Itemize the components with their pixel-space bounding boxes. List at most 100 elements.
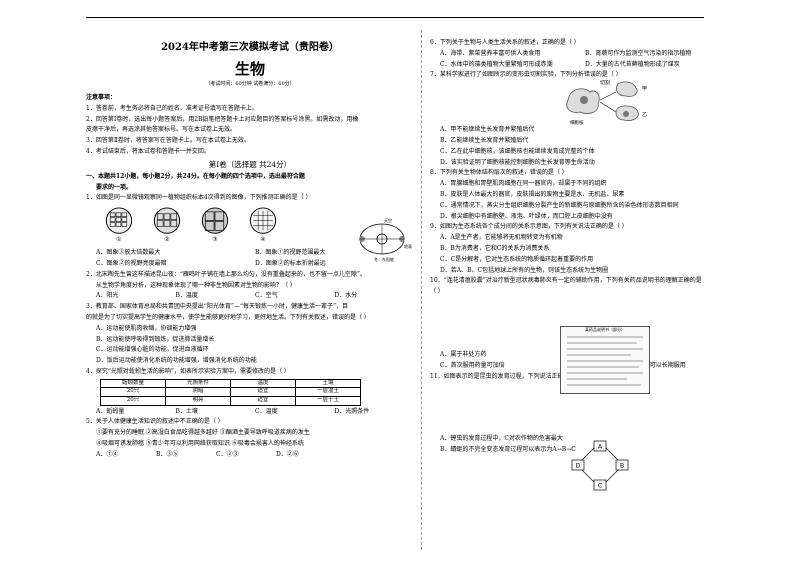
q10-stem: （ ） (430, 288, 444, 296)
table-row: 20只 阴暗 适宜 一层湿土 (100, 387, 361, 397)
option: C．首次服用药量可加倍 (440, 361, 505, 369)
q4-stem: 4．探究“光照对蚯蚓生活的影响”，如表所示实验方案中，需要修改的是（ ） (86, 367, 290, 375)
q5-statements: ④吸烟可诱发肺癌 ⑤青少年可以利用网络获取知识 ⑥吸毒会损害人的神经系统 (96, 439, 304, 447)
option: A．胃腺细胞和胃壁肌肉细胞在同一器官内，却属于不同的组织 (440, 180, 607, 188)
option: C．水体中的藻类植物大量繁殖可形成赤潮 (440, 60, 553, 68)
left-column: 2024年中考第三次模拟考试（贵阳卷） 生物 （考试时间：60分钟 试卷满分：6… (86, 20, 414, 461)
cell-label: ④ (260, 236, 266, 244)
option: B．皮肤是人体最大的器官，皮肤損出的废物主要是水、无机盐、尿素 (440, 190, 625, 198)
q1-options-row: C．图象②的视野亮度最暗 D．图象②的标本折射最远 (86, 259, 414, 270)
q6-options-row: C．水体中的藻类植物大量繁殖可形成赤潮 D．大量的古代苔藓植物形成了煤炭 (430, 60, 730, 71)
option: C．温度 (255, 407, 278, 415)
q11-stem: 11．如图表示的是昆虫的发育过程，下列说法正确的是（ ） (430, 372, 590, 380)
table-cell: 适宜 (230, 387, 296, 397)
option: D．光照条件 (334, 407, 370, 415)
option: D．若A、B、C包括地球上所有的生物，则该生态系统为生物圈 (440, 266, 609, 274)
figure-label: 地表 (404, 243, 412, 249)
q7-amoeba-figure: 切割 甲 乙 细胞核 (560, 78, 656, 126)
table-row: 20只 明亮 适宜 一层干土 (100, 395, 361, 406)
option: A．运动能使肌肉收缩，协调能力增强 (96, 324, 197, 332)
cycle-node-label: A (598, 444, 603, 451)
figure-label: 细胞核 (570, 119, 584, 126)
cell-image: ④ (244, 206, 282, 246)
q7-stem: 7．某科学家进行了如图所示的变形虫切割实验，下列分析错误的是（ ） (430, 71, 622, 79)
q6-options-row: A．海带、紫菜营养丰富可供人类食用 B．肾蕨可作为监测空气污染的指示植物 (430, 49, 730, 60)
option: C．②③ (216, 450, 239, 458)
table-cell: 适宜 (230, 395, 296, 406)
option: C．乙在此中细胞核，该细胞核也能继续发育成完整的个体 (440, 147, 595, 155)
option: B．肾蕨可作为监测空气污染的指示植物 (585, 49, 692, 57)
q4-table: 蚯蚓数量 光照条件 温度 土壤 20只 阴暗 适宜 一层湿土 20只 明亮 适宜… (100, 378, 361, 406)
option: A．阳光 (96, 292, 119, 300)
q10-drug-label-figure: 某药品说明书（部分） (560, 326, 650, 394)
q1-orbit-figure: 天空 地表 冬：东阳能 (352, 215, 412, 263)
option: C．图象②的视野亮度最暗 (96, 259, 167, 267)
option: C．空气 (255, 292, 278, 300)
cell-label: ③ (212, 236, 218, 244)
option: B．③⑤ (156, 450, 179, 458)
q4-options: A．蚯蚓量 B．土壤 C．温度 D．光照条件 (86, 407, 414, 418)
cell-image: ③ (196, 206, 234, 246)
cell-label: ① (116, 236, 122, 244)
q8-stem: 8．下列有关生物体结构层次的叙述，错误的是（ ） (430, 169, 568, 177)
note-line: 皮擦干净后，再选涂其他答案标号。写在本试卷上无效。 (86, 126, 237, 134)
table-cell: 光照条件 (165, 378, 231, 389)
q1-stem: 1．如图是同一显微镜观察同一植物组织标本4次得到的图像，下列推测正确的是（ ） (86, 194, 312, 202)
q9-stem: 9．如图为生态系统各个成分间的关系示意图，下列有关说法正确的是（ ） (430, 223, 628, 231)
option: A．蚯蚓量 (96, 407, 125, 415)
section-heading: 第Ⅰ卷（选择题 共24分） (208, 159, 292, 169)
notes-heading: 注意事项： (86, 94, 117, 101)
figure-label: 甲 (642, 86, 647, 92)
figure-label: 切割 (600, 79, 610, 86)
table-cell: 20只 (100, 395, 166, 406)
option: C．运动能增强心脏的功能，促进血液循环 (96, 346, 209, 354)
q1-cell-images: ① ② ③ (100, 206, 414, 246)
note-line: 1．答卷前，考生务必将自己的姓名、准考证号填写在答题卡上。 (86, 104, 258, 112)
option: D．大量的古代苔藓植物形成了煤炭 (585, 60, 680, 68)
note-line: 2．回答第Ⅰ卷时，选出每小题答案后，用2B铅笔把答题卡上对应题目的答案标号涂黑。… (86, 115, 359, 123)
option: A．蝗虫的发育过程中，C对农作物的危害最大 (440, 435, 563, 443)
option: C．C是分解者，它对生态系统的物质循环起着重要的作用 (440, 255, 594, 263)
figure-caption: 某药品说明书（部分） (585, 327, 625, 332)
option: B．乙能继续生长发育并繁殖后代 (440, 136, 529, 144)
exam-info: （考试时间：60分钟 试卷满分：60分） (205, 81, 295, 87)
option: B．温度 (175, 292, 198, 300)
q5-options: A．①④ B．③⑤ C．②③ D．②⑥ (86, 450, 336, 461)
option: A．海带、紫菜营养丰富可供人类食用 (440, 49, 541, 57)
cell-image: ② (148, 206, 186, 246)
q2-options: A．阳光 B．温度 C．空气 D．水分 (86, 291, 414, 302)
option: B．图象①的视野范围最大 (255, 249, 326, 257)
table-cell: 20只 (100, 387, 166, 397)
section-instruction: 要求的一项。 (96, 183, 133, 191)
q6-stem: 6．下列关于生物与人类生活关系的叙述，正确的是（ ） (430, 39, 580, 46)
exam-title: 2024年中考第三次模拟考试（贵阳卷） (161, 42, 339, 53)
option: C．通常情况下，蒸尖分生组织细胞分裂产生的新细胞与原细胞所含的染色体形态数目相同 (440, 201, 679, 209)
option: D．②⑥ (276, 450, 299, 458)
option: D．该实验证明了细胞核能控制细胞的生长发育等生命活动 (440, 158, 595, 166)
cell-label: ② (164, 236, 170, 244)
option: A．A是生产者，它能够将无机物转变为有机物 (440, 234, 563, 242)
option: A．甲不能继续生长发育并繁殖后代 (440, 126, 535, 134)
option: D．水分 (334, 292, 358, 300)
q10-stem: 10．“连花清瘟胶囊”对治疗新型冠状病毒肺炎有一定的辅助作用，下列有关药品说明书… (430, 277, 702, 285)
top-rule (86, 17, 704, 18)
table-cell: 蚯蚓数量 (100, 378, 166, 389)
q2-stem: 从生物学角度分析，这种现象体现了哪一种非生物因素对生物的影响？（ ） (96, 281, 296, 289)
table-cell: 阴暗 (165, 387, 231, 397)
column-divider (421, 30, 422, 550)
table-cell: 一层干土 (295, 395, 361, 406)
exam-subject: 生物 (234, 60, 265, 78)
option: B．土壤 (175, 407, 198, 415)
figure-label: 冬：东阳能 (374, 256, 394, 262)
q3-stem: 3．教育部、国家体育总局和共青团中央提出“阳光体育”—“每天锻炼一小时，健康生活… (86, 303, 349, 311)
cycle-node-label: B (620, 463, 624, 470)
table-cell: 一层湿土 (295, 387, 361, 397)
option: D．饭后运动能使消化系统的功能增强，增强消化系统的功能 (96, 357, 257, 365)
option: D．图象②的标本折射最远 (255, 259, 326, 267)
option: B．运动能使呼吸得到锻炼，促进肺活量增长 (96, 335, 215, 343)
table-row: 蚯蚓数量 光照条件 温度 土壤 (100, 378, 361, 389)
option: A．图象③放大倍数最大 (96, 249, 161, 257)
figure-label: 天空 (384, 217, 392, 223)
table-cell: 温度 (230, 378, 296, 389)
